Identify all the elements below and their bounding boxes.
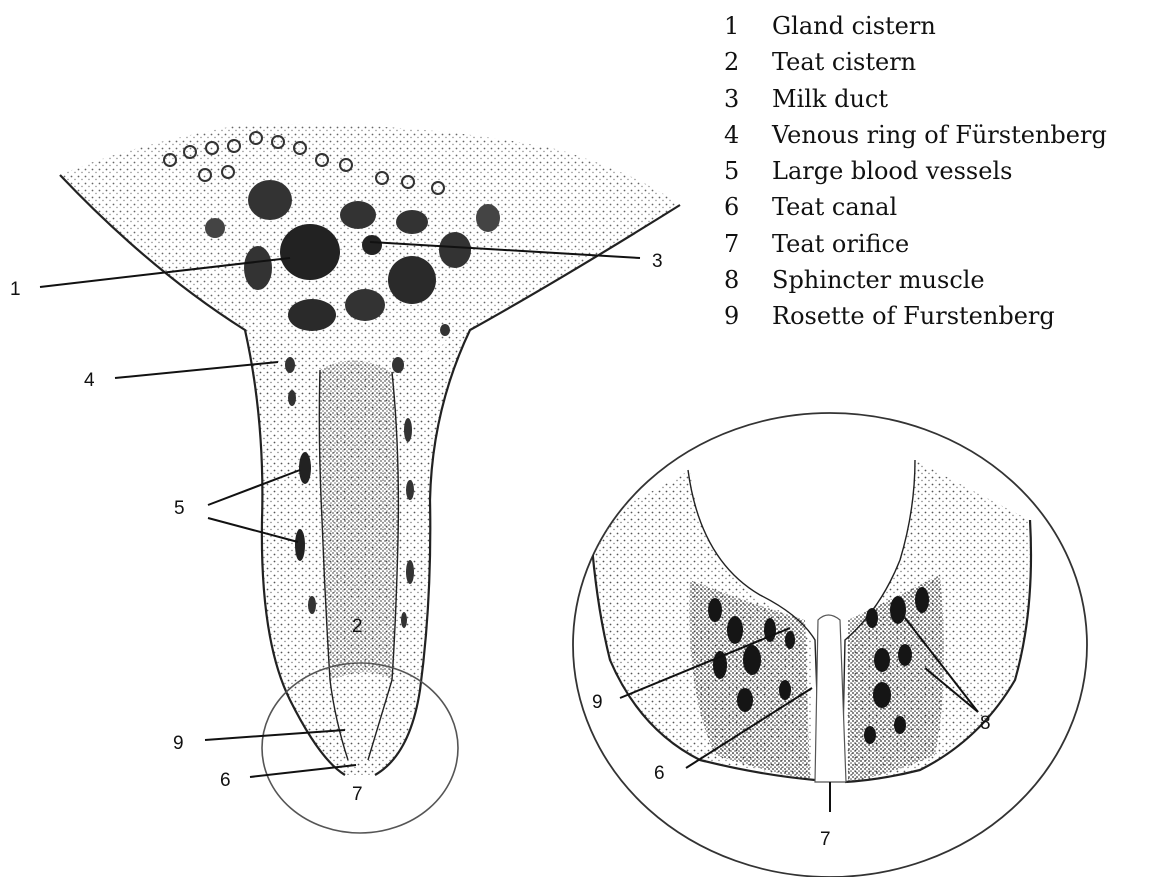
legend-label: Rosette of Furstenberg [772, 302, 1055, 330]
legend-number: 6 [724, 189, 772, 225]
legend-item: 1Gland cistern [724, 8, 1107, 44]
inset-callout-teat-orifice: 7 [820, 829, 831, 850]
callout-venous-ring: 4 [84, 370, 95, 391]
legend-number: 5 [724, 153, 772, 189]
legend-number: 2 [724, 44, 772, 80]
legend-label: Large blood vessels [772, 157, 1012, 185]
legend-item: 5Large blood vessels [724, 153, 1107, 189]
inset-callout-rosette: 9 [592, 692, 603, 713]
inset-callout-teat-canal: 6 [654, 763, 665, 784]
inset-magnified-view: 9 6 7 8 [573, 413, 1087, 877]
legend-item: 3Milk duct [724, 81, 1107, 117]
legend-label: Teat canal [772, 193, 897, 221]
callout-gland-cistern: 1 [10, 279, 21, 300]
inset-callout-sphincter: 8 [980, 713, 991, 734]
legend-number: 4 [724, 117, 772, 153]
callout-milk-duct: 3 [652, 251, 663, 272]
legend-number: 9 [724, 298, 772, 334]
legend-label: Teat cistern [772, 48, 916, 76]
legend-item: 9Rosette of Furstenberg [724, 298, 1107, 334]
legend-item: 8Sphincter muscle [724, 262, 1107, 298]
legend-item: 6Teat canal [724, 189, 1107, 225]
callout-teat-canal: 6 [220, 770, 231, 791]
legend-label: Venous ring of Fürstenberg [772, 121, 1107, 149]
legend: 1Gland cistern 2Teat cistern 3Milk duct … [724, 8, 1107, 335]
callout-teat-orifice: 7 [352, 784, 363, 805]
callout-teat-cistern: 2 [352, 616, 363, 637]
legend-number: 3 [724, 81, 772, 117]
legend-item: 7Teat orifice [724, 226, 1107, 262]
legend-item: 4Venous ring of Fürstenberg [724, 117, 1107, 153]
legend-number: 8 [724, 262, 772, 298]
legend-item: 2Teat cistern [724, 44, 1107, 80]
callout-rosette: 9 [173, 733, 184, 754]
legend-label: Milk duct [772, 85, 888, 113]
legend-number: 1 [724, 8, 772, 44]
legend-number: 7 [724, 226, 772, 262]
legend-label: Sphincter muscle [772, 266, 985, 294]
callout-blood-vessels: 5 [174, 498, 185, 519]
legend-label: Teat orifice [772, 230, 909, 258]
legend-label: Gland cistern [772, 12, 936, 40]
main-teat-drawing [60, 124, 680, 833]
